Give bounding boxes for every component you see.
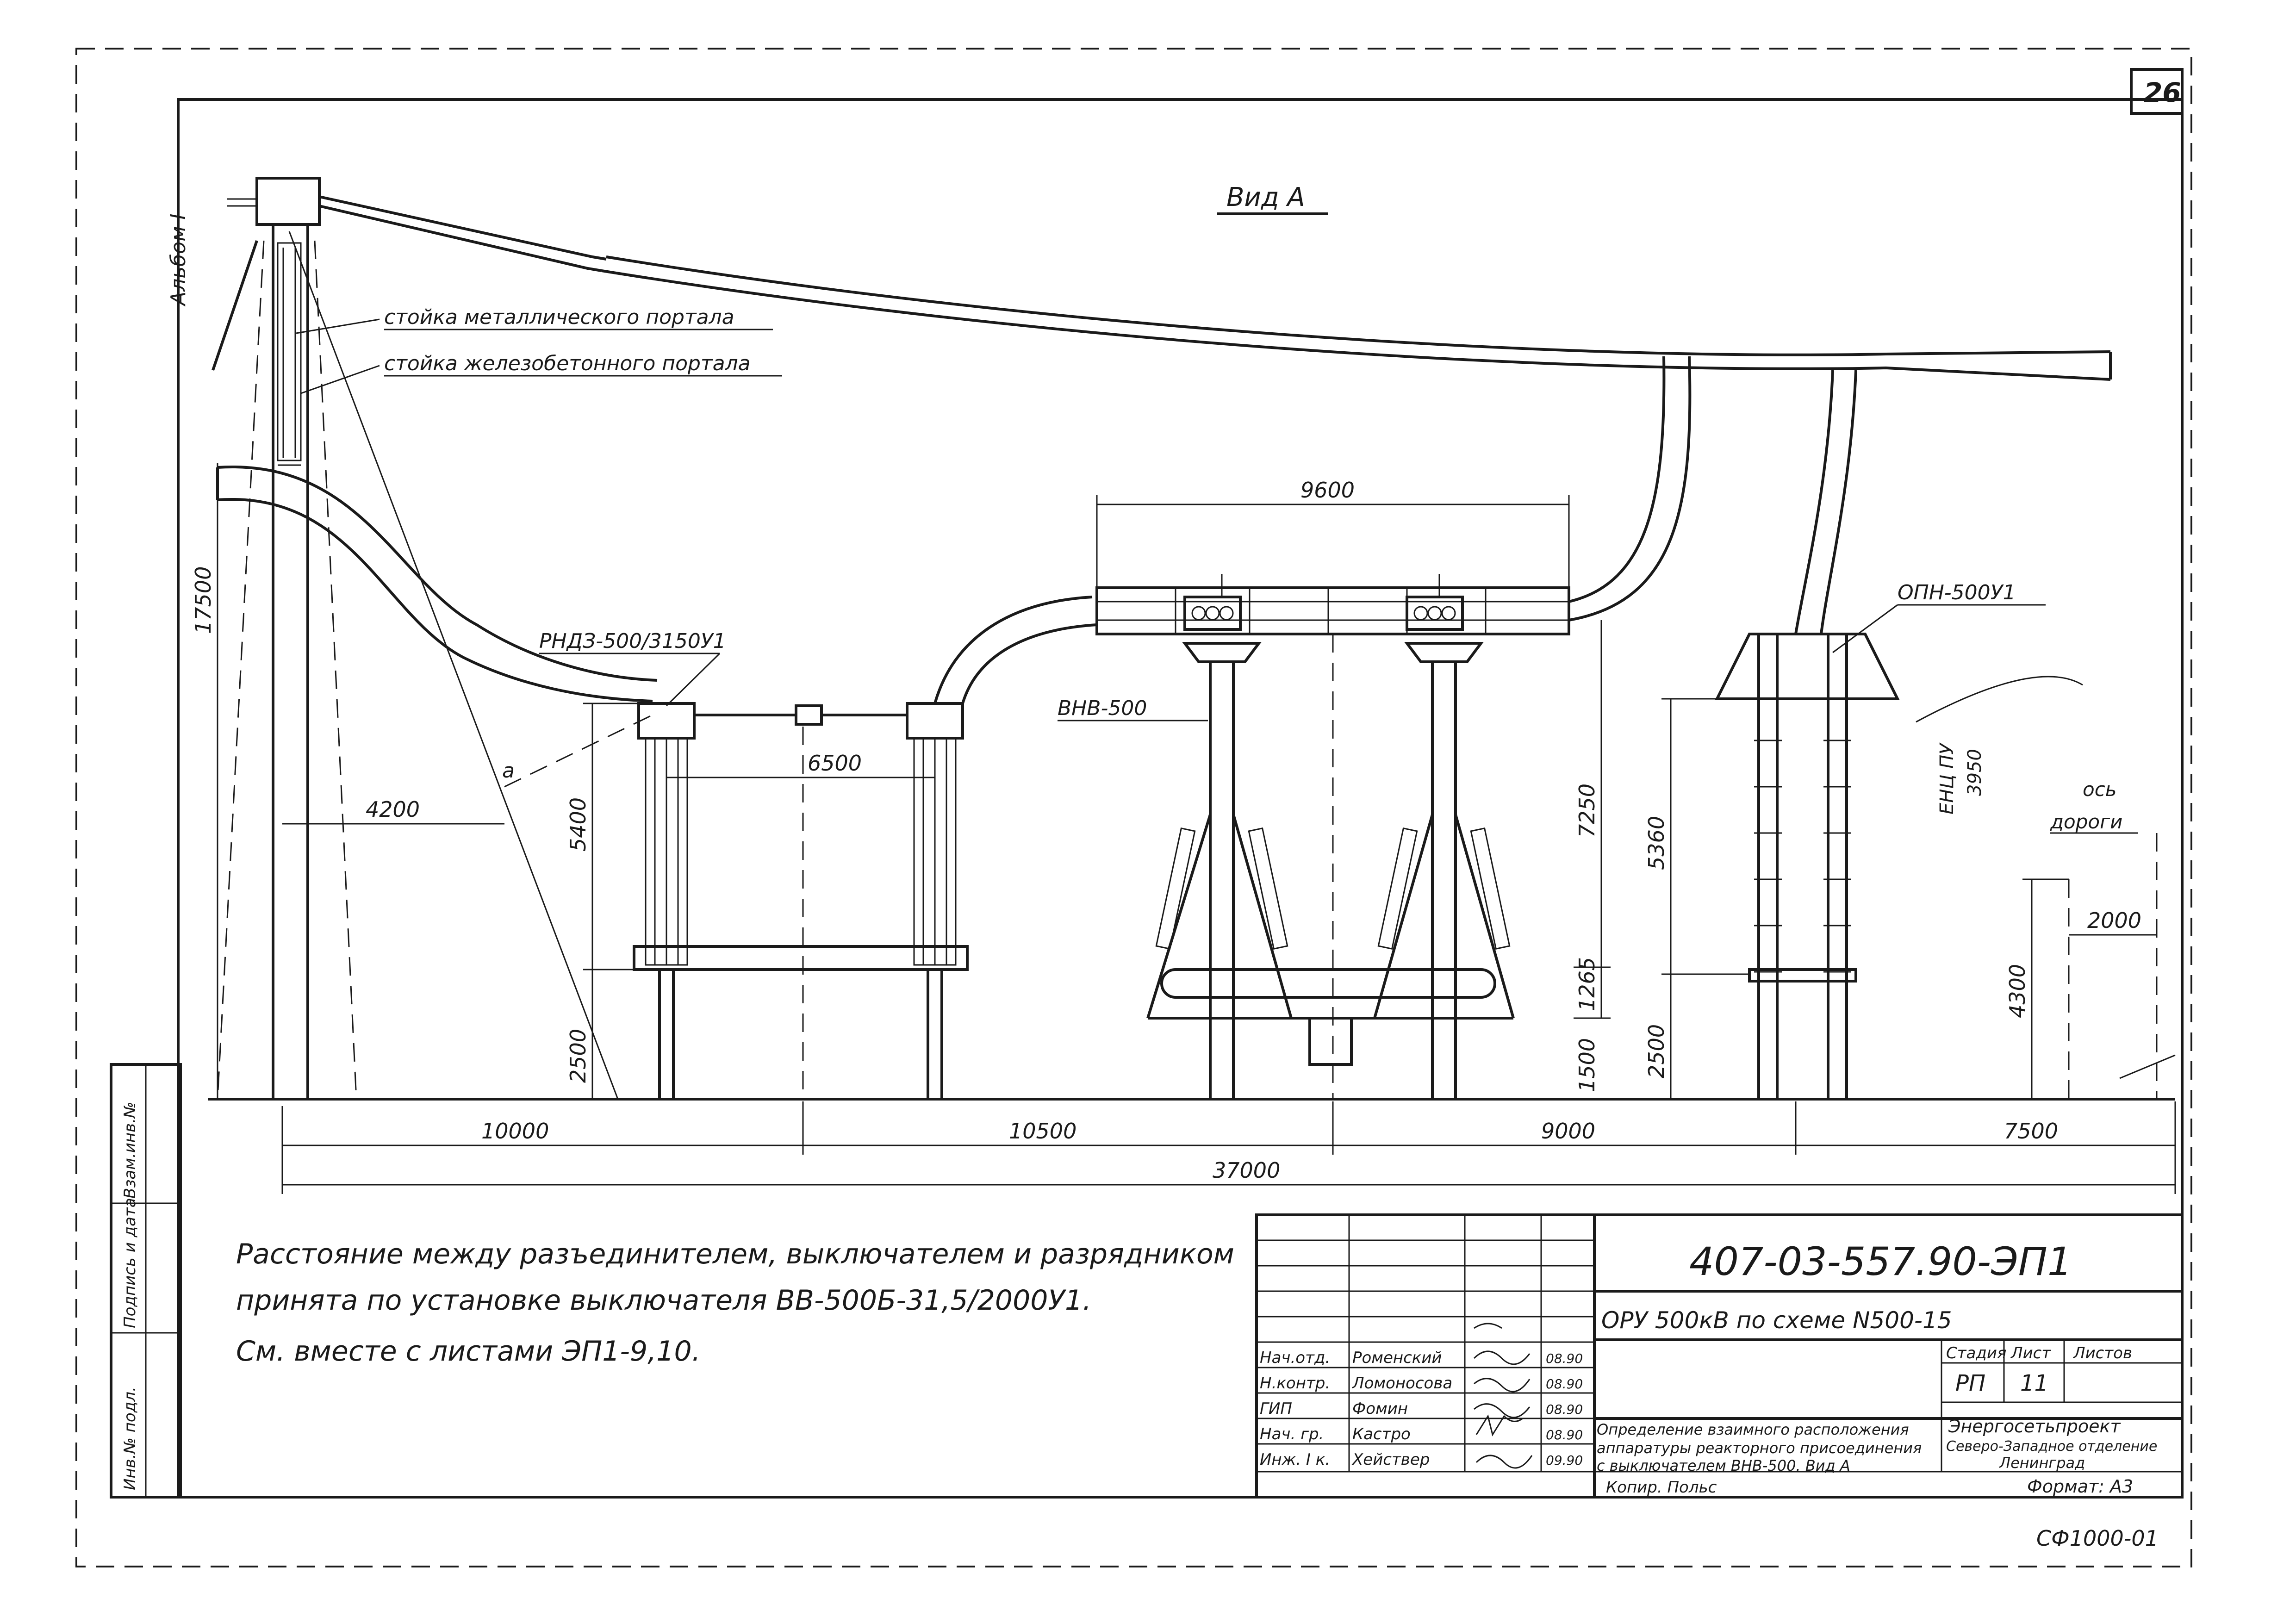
sheet-value: 11 xyxy=(2020,1370,2048,1396)
album-label: Альбом I xyxy=(167,214,190,307)
view-title: Вид А xyxy=(1226,182,1305,212)
sheets-header: Листов xyxy=(2072,1344,2132,1362)
note-line-3: См. вместе с листами ЭП1-9,10. xyxy=(236,1335,701,1368)
side-stamp: Взам.инв.№ Подпись и дата Инв.№ подл. xyxy=(110,1063,182,1499)
label-road-axis-1: ось xyxy=(2083,778,2117,801)
sheet-number-box xyxy=(2130,68,2184,115)
disconnector xyxy=(633,702,969,1099)
note-line-2: принята по установке выключателя ВВ-500Б… xyxy=(236,1284,1091,1317)
side-stamp-inv-no: Взам.инв.№ xyxy=(121,1102,139,1199)
drop-to-breaker xyxy=(1568,356,1666,603)
label-arrester: ОПН-500У1 xyxy=(1898,581,2016,604)
label-ven-pu: ЕНЦ ПУ xyxy=(1936,742,1958,815)
doc-code: 407-03-557.90-ЭП1 xyxy=(1689,1239,2072,1284)
sheet-number: 26 xyxy=(2144,77,2181,108)
outer-frame xyxy=(75,48,2192,1567)
role-name-1: Ломоносова xyxy=(1351,1374,1452,1393)
role-1: Н.контр. xyxy=(1260,1374,1330,1393)
role-name-0: Роменский xyxy=(1352,1349,1442,1367)
breaker xyxy=(1095,574,1570,1099)
role-date-0: 08.90 xyxy=(1546,1351,1583,1366)
overhead-busbar xyxy=(319,195,2112,381)
role-name-3: Кастро xyxy=(1352,1425,1411,1443)
label-breaker: ВНВ-500 xyxy=(1058,696,1147,720)
label-concrete-portal: стойка железобетонного портала xyxy=(384,352,751,375)
dim-2500b: 2500 xyxy=(1644,1024,1669,1078)
label-r3950: 3950 xyxy=(1964,749,1985,796)
title-block: 407-03-557.90-ЭП1 ОРУ 500кВ по схеме N50… xyxy=(1255,1213,2184,1499)
dim-6500: 6500 xyxy=(808,751,862,776)
org-1: Энергосетьпроект xyxy=(1948,1416,2121,1436)
format-note: Формат: А3 xyxy=(2027,1476,2133,1497)
dim-1500: 1500 xyxy=(1574,1038,1599,1092)
role-name-2: Фомин xyxy=(1352,1399,1408,1418)
dim-10000: 10000 xyxy=(481,1119,549,1144)
role-date-3: 08.90 xyxy=(1546,1427,1583,1443)
side-stamp-signature: Подпись и дата xyxy=(121,1198,139,1328)
role-3: Нач. гр. xyxy=(1260,1425,1324,1443)
dim-4200: 4200 xyxy=(366,797,420,822)
sheet-header: Лист xyxy=(2010,1344,2051,1362)
label-point-a: а xyxy=(502,759,515,783)
description-1: Определение взаимного расположения xyxy=(1597,1421,1909,1438)
role-0: Нач.отд. xyxy=(1260,1349,1330,1367)
form-code: СФ1000-01 xyxy=(2036,1526,2159,1551)
stage-value: РП xyxy=(1955,1370,1985,1396)
lead-to-breaker xyxy=(933,596,1093,704)
project-name: ОРУ 500кВ по схеме N500-15 xyxy=(1601,1307,1952,1334)
dimensions: 17500 4200 а 5400 2500 6500 9600 7250 12… xyxy=(191,463,2176,1194)
copied-note: Копир. Польс xyxy=(1606,1478,1717,1497)
dim-17500: 17500 xyxy=(191,566,216,634)
drop-to-arrester xyxy=(1794,370,1834,634)
clearance-arc xyxy=(1916,676,2083,723)
dim-37000: 37000 xyxy=(1213,1158,1280,1183)
role-2: ГИП xyxy=(1260,1399,1292,1418)
arrester xyxy=(1715,633,1900,1099)
org-3: Ленинград xyxy=(1999,1454,2085,1472)
drawing-frame xyxy=(177,98,2184,1499)
dim-10500: 10500 xyxy=(1009,1119,1076,1144)
dim-9600: 9600 xyxy=(1300,478,1355,503)
role-name-4: Хействер xyxy=(1351,1450,1430,1469)
dim-4300: 4300 xyxy=(2005,964,2030,1018)
dim-1265: 1265 xyxy=(1574,957,1599,1011)
dim-7250: 7250 xyxy=(1574,784,1599,838)
dim-2500a: 2500 xyxy=(566,1029,591,1083)
portal-column xyxy=(212,177,619,1100)
role-date-2: 08.90 xyxy=(1546,1402,1583,1417)
note-line-1: Расстояние между разъединителем, выключа… xyxy=(236,1238,1234,1270)
stage-header: Стадия xyxy=(1946,1344,2006,1362)
description-3: с выключателем ВНВ-500. Вид А xyxy=(1597,1457,1850,1474)
org-2: Северо-Западное отделение xyxy=(1946,1438,2157,1455)
dim-5360: 5360 xyxy=(1644,816,1669,870)
role-date-1: 08.90 xyxy=(1546,1376,1583,1392)
dim-9000: 9000 xyxy=(1541,1119,1595,1144)
description-2: аппаратуры реакторного присоединения xyxy=(1597,1439,1922,1457)
label-disconnector: РНДЗ-500/3150У1 xyxy=(539,629,726,653)
side-stamp-inv-podl: Инв.№ подл. xyxy=(121,1387,139,1490)
label-metal-portal: стойка металлического портала xyxy=(384,305,734,329)
label-road-axis-2: дороги xyxy=(2050,810,2122,833)
dim-5400: 5400 xyxy=(566,797,591,852)
dim-7500: 7500 xyxy=(2004,1119,2058,1144)
role-date-4: 09.90 xyxy=(1546,1453,1583,1468)
lead-to-disconnector xyxy=(216,465,658,703)
dim-2000: 2000 xyxy=(2087,908,2141,933)
role-4: Инж. I к. xyxy=(1260,1450,1330,1469)
